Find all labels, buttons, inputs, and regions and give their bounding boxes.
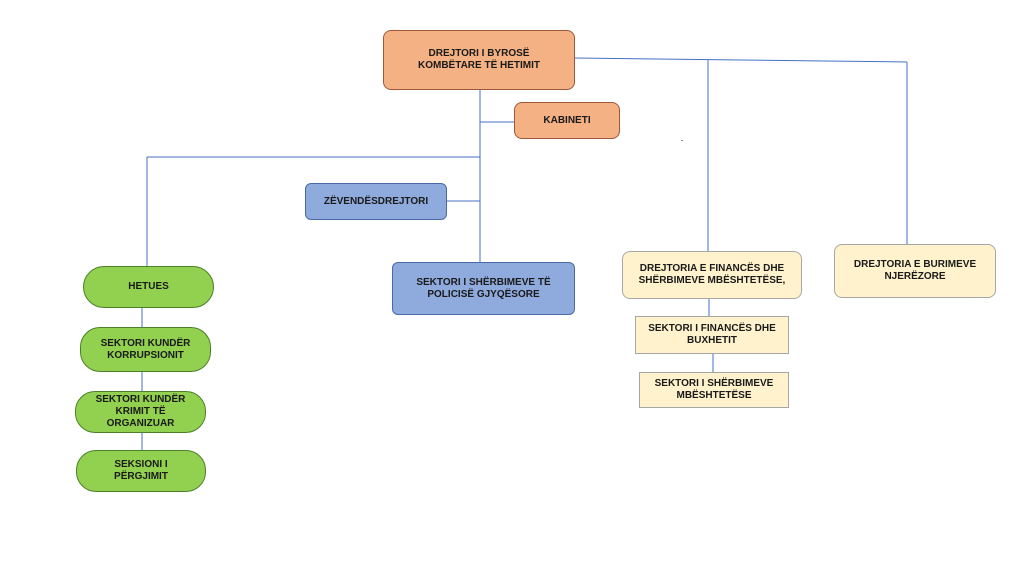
finance-directorate-label: DREJTORIA E FINANCËS DHE SHËRBIMEVE MBËS… (638, 263, 786, 286)
judicial-police-services-label: SEKTORI I SHËRBIMEVE TË POLICISË GJYQËSO… (416, 276, 551, 300)
cabinet-box[interactable]: KABINETI (514, 102, 620, 139)
director-box[interactable]: DREJTORI I BYROSË KOMBËTARE TË HETIMIT (383, 30, 575, 90)
hr-directorate-label: DREJTORIA E BURIMEVE NJERËZORE (853, 259, 977, 282)
organized-crime-box[interactable]: SEKTORI KUNDËR KRIMIT TË ORGANIZUAR (75, 391, 206, 433)
finance-directorate-box[interactable]: DREJTORIA E FINANCËS DHE SHËRBIMEVE MBËS… (622, 251, 802, 299)
anti-corruption-box[interactable]: SEKTORI KUNDËR KORRUPSIONIT (80, 327, 211, 372)
prosecution-section-label: SEKSIONI I PËRGJIMIT (114, 459, 168, 482)
hr-directorate-box[interactable]: DREJTORIA E BURIMEVE NJERËZORE (834, 244, 996, 298)
prosecution-section-box[interactable]: SEKSIONI I PËRGJIMIT (76, 450, 206, 492)
finance-budget-sector-box[interactable]: SEKTORI I FINANCËS DHE BUXHETIT (635, 316, 789, 354)
finance-budget-sector-label: SEKTORI I FINANCËS DHE BUXHETIT (648, 323, 776, 346)
anti-corruption-label: SEKTORI KUNDËR KORRUPSIONIT (100, 337, 191, 361)
stray-dot (681, 140, 683, 141)
director-label: DREJTORI I BYROSË KOMBËTARE TË HETIMIT (417, 48, 541, 71)
judicial-police-services-box[interactable]: SEKTORI I SHËRBIMEVE TË POLICISË GJYQËSO… (392, 262, 575, 315)
investigators-label: HETUES (128, 281, 169, 292)
deputy-director-box[interactable]: ZËVENDËSDREJTORI (305, 183, 447, 220)
connector-line (574, 57, 908, 63)
deputy-director-label: ZËVENDËSDREJTORI (323, 195, 429, 207)
cabinet-label: KABINETI (543, 114, 591, 126)
support-services-sector-box[interactable]: SEKTORI I SHËRBIMEVE MBËSHTETËSE (639, 372, 789, 408)
support-services-sector-label: SEKTORI I SHËRBIMEVE MBËSHTETËSE (654, 378, 774, 401)
organized-crime-label: SEKTORI KUNDËR KRIMIT TË ORGANIZUAR (95, 394, 186, 429)
investigators-box[interactable]: HETUES (83, 266, 214, 308)
